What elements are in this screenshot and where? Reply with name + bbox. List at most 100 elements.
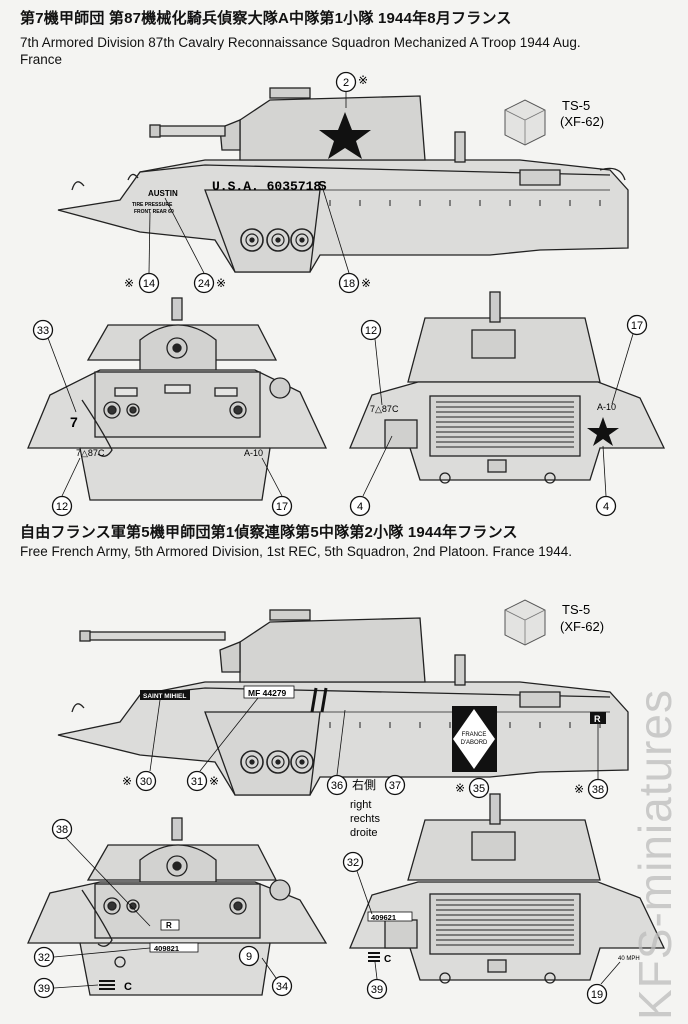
svg-text:39: 39 xyxy=(371,984,383,996)
section1-title-en: 7th Armored Division 87th Cavalry Reconn… xyxy=(20,35,581,50)
callout-32-front: 32 xyxy=(33,946,55,968)
callout-24: 24 xyxy=(193,272,215,294)
serial-marking: U.S.A. 6035718 xyxy=(212,179,321,194)
us-star-rear xyxy=(587,417,619,446)
rear-serial-plate xyxy=(367,911,413,922)
svg-text:24: 24 xyxy=(198,278,210,290)
front-serial-plate xyxy=(149,942,199,953)
front-serial-marking: 409821 xyxy=(154,944,179,953)
us-star-side xyxy=(319,112,371,159)
right-side-label-fr: droite xyxy=(350,827,378,839)
note-mark: ※ xyxy=(124,276,134,290)
rear-right-marking: A-10 xyxy=(597,402,616,412)
callout-35: 35 xyxy=(468,777,490,799)
svg-text:4: 4 xyxy=(603,501,609,513)
callout-39-rear: 39 xyxy=(366,978,388,1000)
svg-text:9: 9 xyxy=(246,951,252,963)
rear-c-marking: C xyxy=(368,952,391,965)
front-right-marking: A-10 xyxy=(244,448,263,458)
callout-4-left: 4 xyxy=(349,495,371,517)
svg-text:31: 31 xyxy=(191,776,203,788)
callout-18: 18 xyxy=(338,272,360,294)
callout-36: 36 xyxy=(326,774,348,796)
svg-text:C: C xyxy=(124,981,132,993)
paint-alt-1: (XF-62) xyxy=(560,114,604,129)
svg-text:36: 36 xyxy=(331,780,343,792)
svg-text:34: 34 xyxy=(276,981,288,993)
callout-30: 30 xyxy=(135,770,157,792)
note-mark: ※ xyxy=(455,781,465,795)
side-view-2 xyxy=(57,609,629,796)
callout-37: 37 xyxy=(384,774,406,796)
svg-text:17: 17 xyxy=(631,320,643,332)
side-view-1 xyxy=(57,87,629,273)
callout-17-rear: 17 xyxy=(626,314,648,336)
front-left-marking: 7△87C xyxy=(76,448,105,458)
paint-alt-2: (XF-62) xyxy=(560,619,604,634)
svg-text:32: 32 xyxy=(38,952,50,964)
svg-text:FRANCE: FRANCE xyxy=(462,732,487,738)
france-dabord-marking: FRANCE D'ABORD xyxy=(452,706,497,772)
front-num-marking: 7 xyxy=(70,414,78,430)
svg-text:C: C xyxy=(384,954,391,965)
side-stripes xyxy=(310,687,328,713)
paint-code-1: TS-5 xyxy=(562,98,590,113)
rear-left-marking: 7△87C xyxy=(370,404,399,414)
callout-19: 19 xyxy=(586,983,608,1005)
svg-text:37: 37 xyxy=(389,780,401,792)
svg-text:18: 18 xyxy=(343,278,355,290)
paint-swatch-1 xyxy=(504,99,546,146)
svg-text:32: 32 xyxy=(347,857,359,869)
callout-34: 34 xyxy=(271,975,293,997)
note-mark: ※ xyxy=(574,782,584,796)
saint-mihiel-marking: SAINT MIHIEL xyxy=(143,693,186,700)
svg-text:35: 35 xyxy=(473,783,485,795)
right-side-label-jp: 右側 xyxy=(352,777,376,792)
watermark: KFS-miniatures xyxy=(622,680,688,1020)
front-c-marking: C xyxy=(99,980,132,993)
mf-plate xyxy=(243,685,295,699)
svg-text:17: 17 xyxy=(276,501,288,513)
tire-pressure-marking-2: FRONT REAR 60 xyxy=(134,209,174,215)
mf-marking: MF 44279 xyxy=(248,688,287,698)
callout-31: 31 xyxy=(186,770,208,792)
rear-view-2 xyxy=(349,793,666,984)
tire-pressure-marking: TIRE PRESSURE xyxy=(132,202,173,208)
rear-serial-marking: 409621 xyxy=(371,913,396,922)
callout-39-front: 39 xyxy=(33,977,55,999)
callout-33: 33 xyxy=(32,319,54,341)
svg-text:39: 39 xyxy=(38,983,50,995)
right-side-label-de: rechts xyxy=(350,813,380,825)
note-mark: ※ xyxy=(361,276,371,290)
right-side-label-en: right xyxy=(350,799,371,811)
callout-2: 2 xyxy=(335,71,357,93)
callout-12-front: 12 xyxy=(51,495,73,517)
callout-38-front: 38 xyxy=(51,818,73,840)
section1-title-en-2: France xyxy=(20,52,63,67)
callout-14: 14 xyxy=(138,272,160,294)
svg-text:2: 2 xyxy=(343,77,349,89)
front-view-1 xyxy=(27,297,328,501)
svg-text:19: 19 xyxy=(591,989,603,1001)
svg-text:12: 12 xyxy=(365,325,377,337)
callout-12-rear: 12 xyxy=(360,319,382,341)
front-r-plate xyxy=(160,919,180,931)
section2-title-jp: 自由フランス軍第5機甲師団第1偵察連隊第5中隊第2小隊 1944年フランス xyxy=(20,524,518,541)
callout-38-side: 38 xyxy=(587,778,609,800)
section1-title-jp: 第7機甲師団 第87機械化騎兵偵察大隊A中隊第1小隊 1944年8月フランス xyxy=(20,10,512,27)
note-mark: ※ xyxy=(209,774,219,788)
paint-swatch-2 xyxy=(504,599,546,646)
r-marking: R xyxy=(594,714,601,724)
austin-marking: AUSTIN xyxy=(148,189,178,198)
mph-marking: 40 MPH xyxy=(618,956,640,962)
svg-text:D'ABORD: D'ABORD xyxy=(461,740,488,746)
callout-17-front: 17 xyxy=(271,495,293,517)
section2-title-en: Free French Army, 5th Armored Division, … xyxy=(20,544,573,559)
note-mark: ※ xyxy=(358,73,368,87)
svg-text:4: 4 xyxy=(357,501,363,513)
paint-code-2: TS-5 xyxy=(562,602,590,617)
rear-view-1 xyxy=(349,291,666,484)
svg-text:12: 12 xyxy=(56,501,68,513)
svg-text:38: 38 xyxy=(56,824,68,836)
